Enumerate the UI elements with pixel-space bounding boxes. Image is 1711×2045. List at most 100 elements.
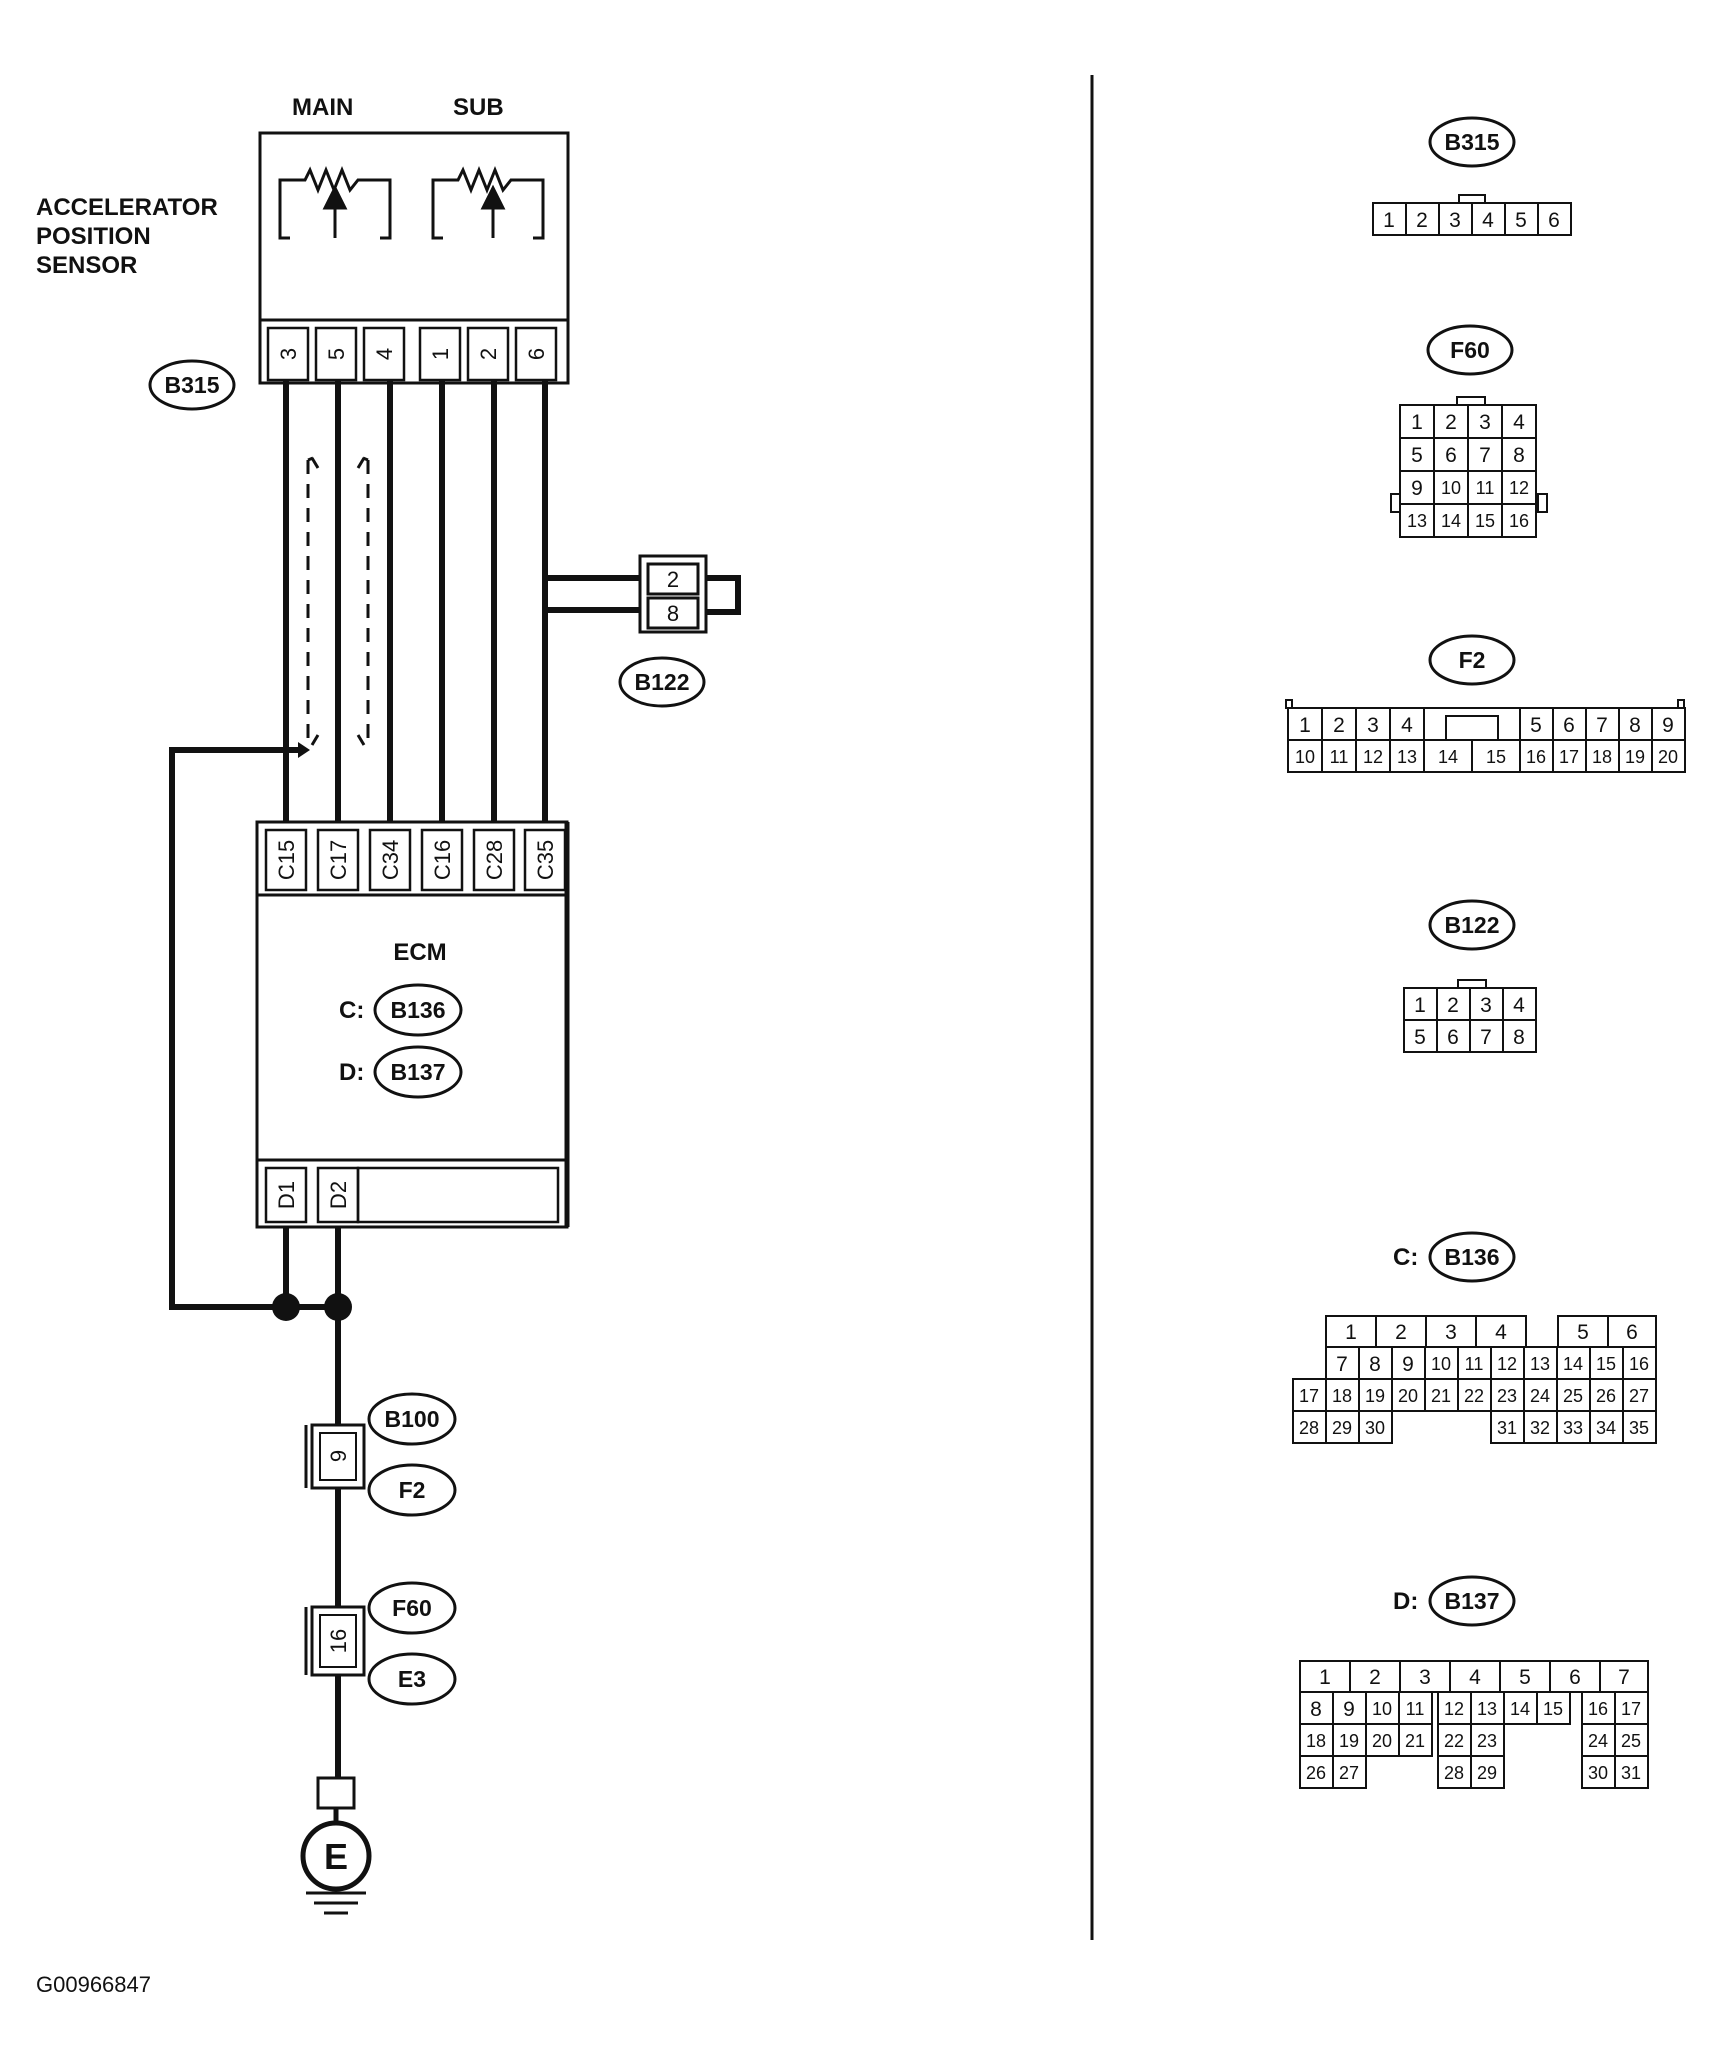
svg-text:E3: E3 <box>398 1666 426 1692</box>
svg-text:14: 14 <box>1438 747 1458 767</box>
svg-text:B100: B100 <box>385 1406 440 1432</box>
face-view-b315: B315 1 2 3 4 5 6 <box>1372 116 1572 236</box>
svg-text:7: 7 <box>1596 714 1608 737</box>
face-view-b137: D: B137 1 2 3 4 5 6 7 8 <box>1299 1575 1649 1789</box>
svg-text:9: 9 <box>326 1450 351 1462</box>
svg-text:17: 17 <box>1559 747 1579 767</box>
svg-text:9: 9 <box>1662 714 1674 737</box>
svg-text:3: 3 <box>1445 1321 1457 1344</box>
svg-text:16: 16 <box>1588 1699 1608 1719</box>
ecm-label: ECM <box>393 939 446 966</box>
svg-text:14: 14 <box>1441 511 1461 531</box>
main-label: MAIN <box>292 94 353 121</box>
svg-text:D:: D: <box>1393 1588 1418 1615</box>
svg-text:23: 23 <box>1477 1731 1497 1751</box>
svg-text:D:: D: <box>339 1059 364 1086</box>
svg-text:4: 4 <box>1401 714 1413 737</box>
svg-text:B137: B137 <box>391 1059 446 1085</box>
ecm-c-pin-row: C15 C17 C34 C16 C28 C35 <box>264 828 567 892</box>
svg-text:29: 29 <box>1332 1418 1352 1438</box>
inline-connector-b100-f2: 9 <box>304 1423 366 1490</box>
svg-text:10: 10 <box>1431 1354 1451 1374</box>
svg-text:31: 31 <box>1621 1763 1641 1783</box>
svg-text:11: 11 <box>1406 1699 1425 1719</box>
ecm-body <box>255 820 570 1229</box>
svg-text:7: 7 <box>1618 1666 1630 1689</box>
face-view-f2: F2 1 2 3 4 5 6 7 8 9 10 11 12 13 14 15 1… <box>1285 634 1686 773</box>
svg-text:15: 15 <box>1596 1354 1616 1374</box>
svg-text:8: 8 <box>1369 1353 1381 1376</box>
svg-text:1: 1 <box>1319 1666 1331 1689</box>
svg-text:6: 6 <box>1626 1321 1638 1344</box>
svg-text:ACCELERATOR: ACCELERATOR <box>36 194 218 221</box>
svg-text:D2: D2 <box>326 1181 351 1209</box>
svg-text:4: 4 <box>1513 411 1525 434</box>
svg-text:6: 6 <box>524 348 549 360</box>
svg-text:11: 11 <box>1330 747 1349 767</box>
svg-text:1: 1 <box>1383 209 1395 232</box>
svg-text:15: 15 <box>1543 1699 1563 1719</box>
svg-text:16: 16 <box>1629 1354 1649 1374</box>
svg-text:C:: C: <box>1393 1244 1418 1271</box>
svg-text:3: 3 <box>1367 714 1379 737</box>
svg-text:8: 8 <box>667 601 679 626</box>
svg-text:9: 9 <box>1343 1698 1355 1721</box>
svg-text:16: 16 <box>1509 511 1529 531</box>
svg-text:4: 4 <box>1513 994 1525 1017</box>
svg-text:7: 7 <box>1479 444 1491 467</box>
svg-text:31: 31 <box>1497 1418 1517 1438</box>
svg-text:5: 5 <box>1515 209 1527 232</box>
connector-tag-b315: B315 <box>148 359 236 411</box>
svg-text:22: 22 <box>1444 1731 1464 1751</box>
svg-text:30: 30 <box>1588 1763 1608 1783</box>
face-view-b136: C: B136 1 2 3 4 5 6 7 8 9 10 11 12 13 14 <box>1292 1231 1657 1444</box>
svg-text:C34: C34 <box>378 840 403 880</box>
svg-text:6: 6 <box>1447 1026 1459 1049</box>
svg-text:23: 23 <box>1497 1386 1517 1406</box>
svg-text:15: 15 <box>1475 511 1495 531</box>
svg-text:2: 2 <box>1445 411 1457 434</box>
svg-text:5: 5 <box>1414 1026 1426 1049</box>
svg-text:B315: B315 <box>1445 129 1500 155</box>
svg-text:POSITION: POSITION <box>36 223 151 250</box>
svg-text:F2: F2 <box>399 1477 426 1503</box>
svg-text:6: 6 <box>1569 1666 1581 1689</box>
svg-text:B315: B315 <box>165 372 220 398</box>
sensor-body <box>258 131 570 385</box>
svg-text:2: 2 <box>1447 994 1459 1017</box>
connector-tag-b122: B122 <box>618 656 706 708</box>
svg-text:6: 6 <box>1548 209 1560 232</box>
svg-text:9: 9 <box>1402 1353 1414 1376</box>
signal-wires <box>169 380 640 1310</box>
svg-text:B137: B137 <box>1445 1588 1500 1614</box>
svg-text:4: 4 <box>372 348 397 360</box>
svg-text:2: 2 <box>667 567 679 592</box>
svg-text:27: 27 <box>1629 1386 1649 1406</box>
svg-text:10: 10 <box>1295 747 1315 767</box>
svg-text:18: 18 <box>1332 1386 1352 1406</box>
svg-text:2: 2 <box>1369 1666 1381 1689</box>
joint-connector: 2 8 <box>638 554 741 634</box>
ecm-d-connector-tag: D: B137 <box>339 1045 463 1099</box>
svg-text:15: 15 <box>1486 747 1506 767</box>
svg-text:2: 2 <box>1395 1321 1407 1344</box>
svg-text:3: 3 <box>1449 209 1461 232</box>
svg-text:22: 22 <box>1464 1386 1484 1406</box>
svg-text:8: 8 <box>1513 1026 1525 1049</box>
svg-text:E: E <box>324 1836 348 1877</box>
splice-dot-d2 <box>324 1293 352 1321</box>
svg-text:11: 11 <box>1465 1354 1484 1374</box>
svg-text:5: 5 <box>1530 714 1542 737</box>
svg-text:B136: B136 <box>1445 1244 1500 1270</box>
svg-text:5: 5 <box>1577 1321 1589 1344</box>
svg-text:5: 5 <box>324 348 349 360</box>
svg-text:4: 4 <box>1495 1321 1507 1344</box>
svg-text:4: 4 <box>1469 1666 1481 1689</box>
svg-text:D1: D1 <box>274 1181 299 1209</box>
inline-connector-f60-e3: 16 <box>304 1605 366 1677</box>
svg-text:2: 2 <box>1416 209 1428 232</box>
svg-text:35: 35 <box>1629 1418 1649 1438</box>
svg-text:19: 19 <box>1625 747 1645 767</box>
svg-text:10: 10 <box>1372 1699 1392 1719</box>
